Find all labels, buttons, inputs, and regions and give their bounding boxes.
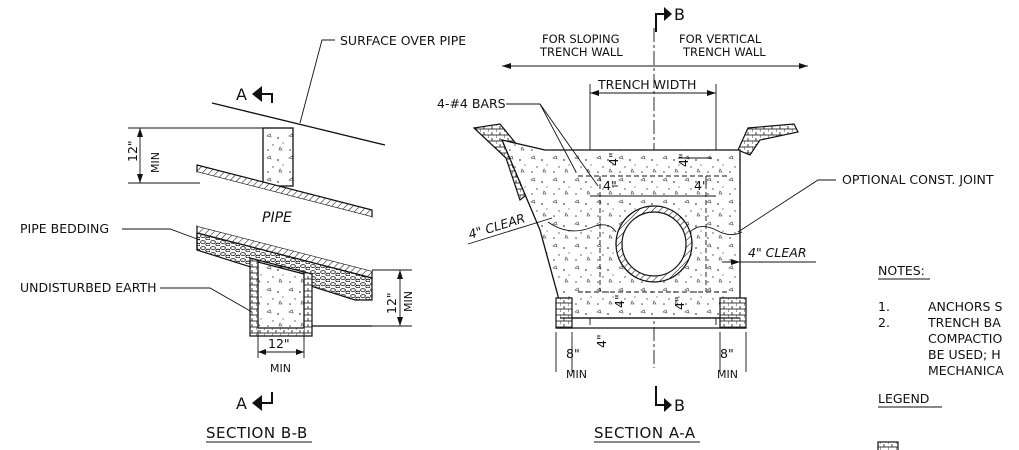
- surface-over-pipe-label: SURFACE OVER PIPE: [340, 33, 466, 48]
- svg-text:B: B: [674, 5, 685, 24]
- legend-swatch: [877, 441, 899, 450]
- svg-text:MIN: MIN: [402, 291, 415, 312]
- section-a-a-title: SECTION A-A: [594, 424, 696, 442]
- svg-text:MIN: MIN: [717, 368, 738, 381]
- dim-right-12-min: 12" MIN: [372, 269, 415, 327]
- cut-marker-a-bottom: A: [236, 392, 273, 413]
- svg-text:8": 8": [720, 346, 734, 361]
- svg-text:MIN: MIN: [566, 368, 587, 381]
- bottom-anchor-block: [257, 261, 305, 329]
- svg-text:B: B: [674, 396, 685, 415]
- svg-text:8": 8": [566, 346, 580, 361]
- top-anchor-block: [262, 127, 294, 187]
- section-b-b-title: SECTION B-B: [206, 424, 308, 442]
- section-a-a: FOR SLOPING TRENCH WALL FOR VERTICAL TRE…: [437, 5, 994, 443]
- surface-line: [211, 102, 386, 146]
- note-2-line-3: BE USED; H: [928, 347, 1001, 362]
- dim-top-12-min: 12" MIN: [125, 127, 264, 184]
- svg-text:12": 12": [384, 292, 399, 314]
- clear-right-label: 4" CLEAR: [748, 245, 807, 260]
- dim-8in-right: 8" MIN: [717, 332, 747, 381]
- notes-panel: NOTES: 1. ANCHORS S 2. TRENCH BA COMPACT…: [877, 263, 1004, 450]
- for-sloping-label: FOR SLOPING: [542, 32, 620, 46]
- svg-text:4": 4": [694, 178, 708, 193]
- svg-text:A: A: [236, 394, 247, 413]
- dim-4in-marks: 4" 4" 4" 4" 4" 4" 4": [594, 152, 712, 348]
- pipe-bedding-label: PIPE BEDDING: [20, 221, 109, 236]
- note-2-line-2: COMPACTIO: [928, 331, 1002, 346]
- svg-text:12": 12": [268, 336, 290, 351]
- cut-marker-b-bottom: B: [655, 386, 685, 415]
- svg-text:MIN: MIN: [270, 362, 291, 375]
- trench-wall-label-right: TRENCH WALL: [682, 45, 766, 59]
- clear-left-label: 4" CLEAR: [466, 210, 526, 241]
- undisturbed-earth-label: UNDISTURBED EARTH: [20, 280, 157, 295]
- note-1-number: 1.: [878, 299, 890, 314]
- footing-brick-right: [719, 297, 747, 329]
- svg-text:4": 4": [606, 152, 621, 166]
- cut-marker-a-top: A: [236, 85, 273, 104]
- dim-8in-left: 8" MIN: [555, 332, 587, 381]
- svg-text:4": 4": [676, 153, 691, 167]
- pipe-circle-inner: [621, 211, 687, 277]
- note-2-line-1: TRENCH BA: [927, 315, 1001, 330]
- optional-joint-label: OPTIONAL CONST. JOINT: [842, 172, 994, 187]
- svg-text:4": 4": [594, 334, 609, 348]
- for-vertical-label: FOR VERTICAL: [679, 32, 762, 46]
- surface-leader: [299, 39, 335, 124]
- svg-text:A: A: [236, 85, 247, 104]
- vertical-wall-brick-top: [737, 123, 799, 156]
- footing-brick-left: [555, 297, 573, 329]
- note-1-line-1: ANCHORS S: [928, 299, 1002, 314]
- bars-label: 4-#4 BARS: [437, 96, 506, 111]
- trench-wall-label-left: TRENCH WALL: [539, 45, 623, 59]
- notes-heading: NOTES:: [878, 263, 925, 278]
- cut-marker-b-top: B: [655, 5, 685, 32]
- section-b-b: SURFACE OVER PIPE A PIPE PIPE BEDDING UN…: [20, 33, 466, 443]
- dim-bottom-12-min: 12" MIN: [257, 330, 305, 375]
- svg-text:MIN: MIN: [149, 152, 162, 173]
- note-2-line-4: MECHANICA: [928, 363, 1004, 378]
- svg-text:12": 12": [125, 140, 140, 162]
- svg-text:4": 4": [612, 294, 627, 308]
- svg-text:4": 4": [672, 296, 687, 310]
- legend-heading: LEGEND: [878, 391, 929, 406]
- note-2-number: 2.: [878, 315, 890, 330]
- trench-width-label: TRENCH WIDTH: [597, 77, 696, 92]
- pipe-label: PIPE: [262, 210, 292, 226]
- svg-text:4": 4": [603, 178, 617, 193]
- construction-joint-line: [547, 221, 743, 235]
